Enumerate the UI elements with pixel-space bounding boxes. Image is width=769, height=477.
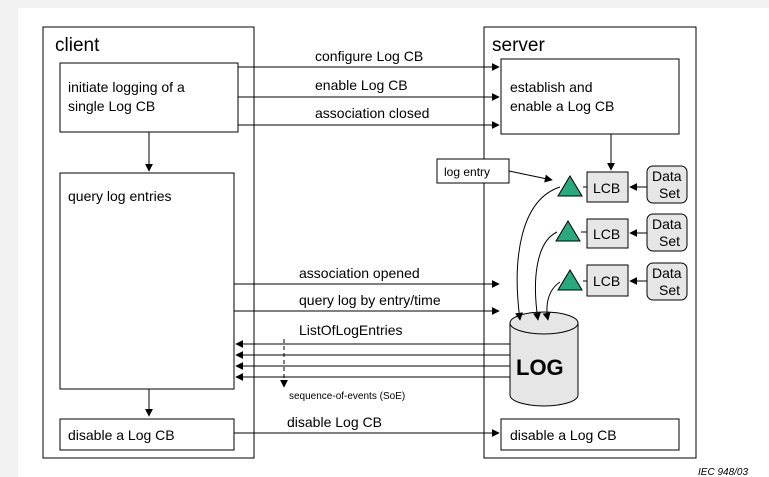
- lcb-label-1: LCB: [593, 180, 620, 196]
- log-cylinder-body: [509, 323, 579, 407]
- dataset-3-line1: Data: [652, 265, 682, 281]
- msg-disable: disable Log CB: [287, 414, 382, 430]
- log-cylinder-top: [509, 311, 579, 335]
- log-entry-box: [436, 158, 510, 184]
- curve-triangle2-to-log: [532, 231, 558, 321]
- trigger-triangle-1: [557, 175, 583, 197]
- log-entry-text: log entry: [444, 165, 490, 179]
- dataset-3-line2: Set: [659, 282, 680, 298]
- msg-configure: configure Log CB: [315, 48, 423, 64]
- dataset-box-1: [646, 165, 688, 204]
- msg-list: ListOfLogEntries: [299, 322, 403, 338]
- client-disable-box: [59, 418, 235, 451]
- establish-box: [500, 58, 680, 135]
- client-panel: [42, 26, 255, 459]
- client-title: client: [55, 35, 100, 56]
- msg-closed: association closed: [315, 105, 429, 121]
- initiate-logging-box: [59, 62, 239, 133]
- curve-triangle1-to-log: [515, 186, 561, 321]
- server-panel: [483, 26, 697, 459]
- msg-enable: enable Log CB: [315, 77, 408, 93]
- arrow-log-entry: [508, 170, 553, 183]
- trigger-triangle-2: [555, 220, 581, 242]
- establish-text-2: enable a Log CB: [510, 98, 614, 114]
- query-log-entries-box: [59, 172, 235, 390]
- server-title: server: [492, 35, 545, 56]
- server-disable-text: disable a Log CB: [510, 427, 617, 443]
- server-disable-box: [500, 418, 680, 451]
- establish-text-1: establish and: [510, 79, 593, 95]
- query-log-entries-text: query log entries: [68, 188, 172, 204]
- dataset-2-line1: Data: [652, 216, 682, 232]
- msg-query: query log by entry/time: [299, 292, 441, 308]
- trigger-triangle-3: [557, 269, 583, 291]
- lcb-label-3: LCB: [593, 273, 620, 289]
- curve-triangle3-to-log: [542, 281, 561, 321]
- msg-soe: sequence-of-events (SoE): [289, 391, 405, 402]
- lcb-label-2: LCB: [593, 226, 620, 242]
- dataset-2-line2: Set: [659, 233, 680, 249]
- lcb-box-1: [586, 171, 629, 203]
- lcb-box-2: [586, 218, 629, 249]
- client-disable-text: disable a Log CB: [68, 427, 175, 443]
- figure-id: IEC 948/03: [698, 467, 748, 477]
- msg-opened: association opened: [299, 265, 420, 281]
- initiate-logging-text-2: single Log CB: [68, 98, 155, 114]
- dataset-1-line1: Data: [652, 168, 682, 184]
- initiate-logging-text-1: initiate logging of a: [68, 79, 185, 95]
- log-label: LOG: [516, 355, 564, 380]
- dataset-1-line2: Set: [659, 185, 680, 201]
